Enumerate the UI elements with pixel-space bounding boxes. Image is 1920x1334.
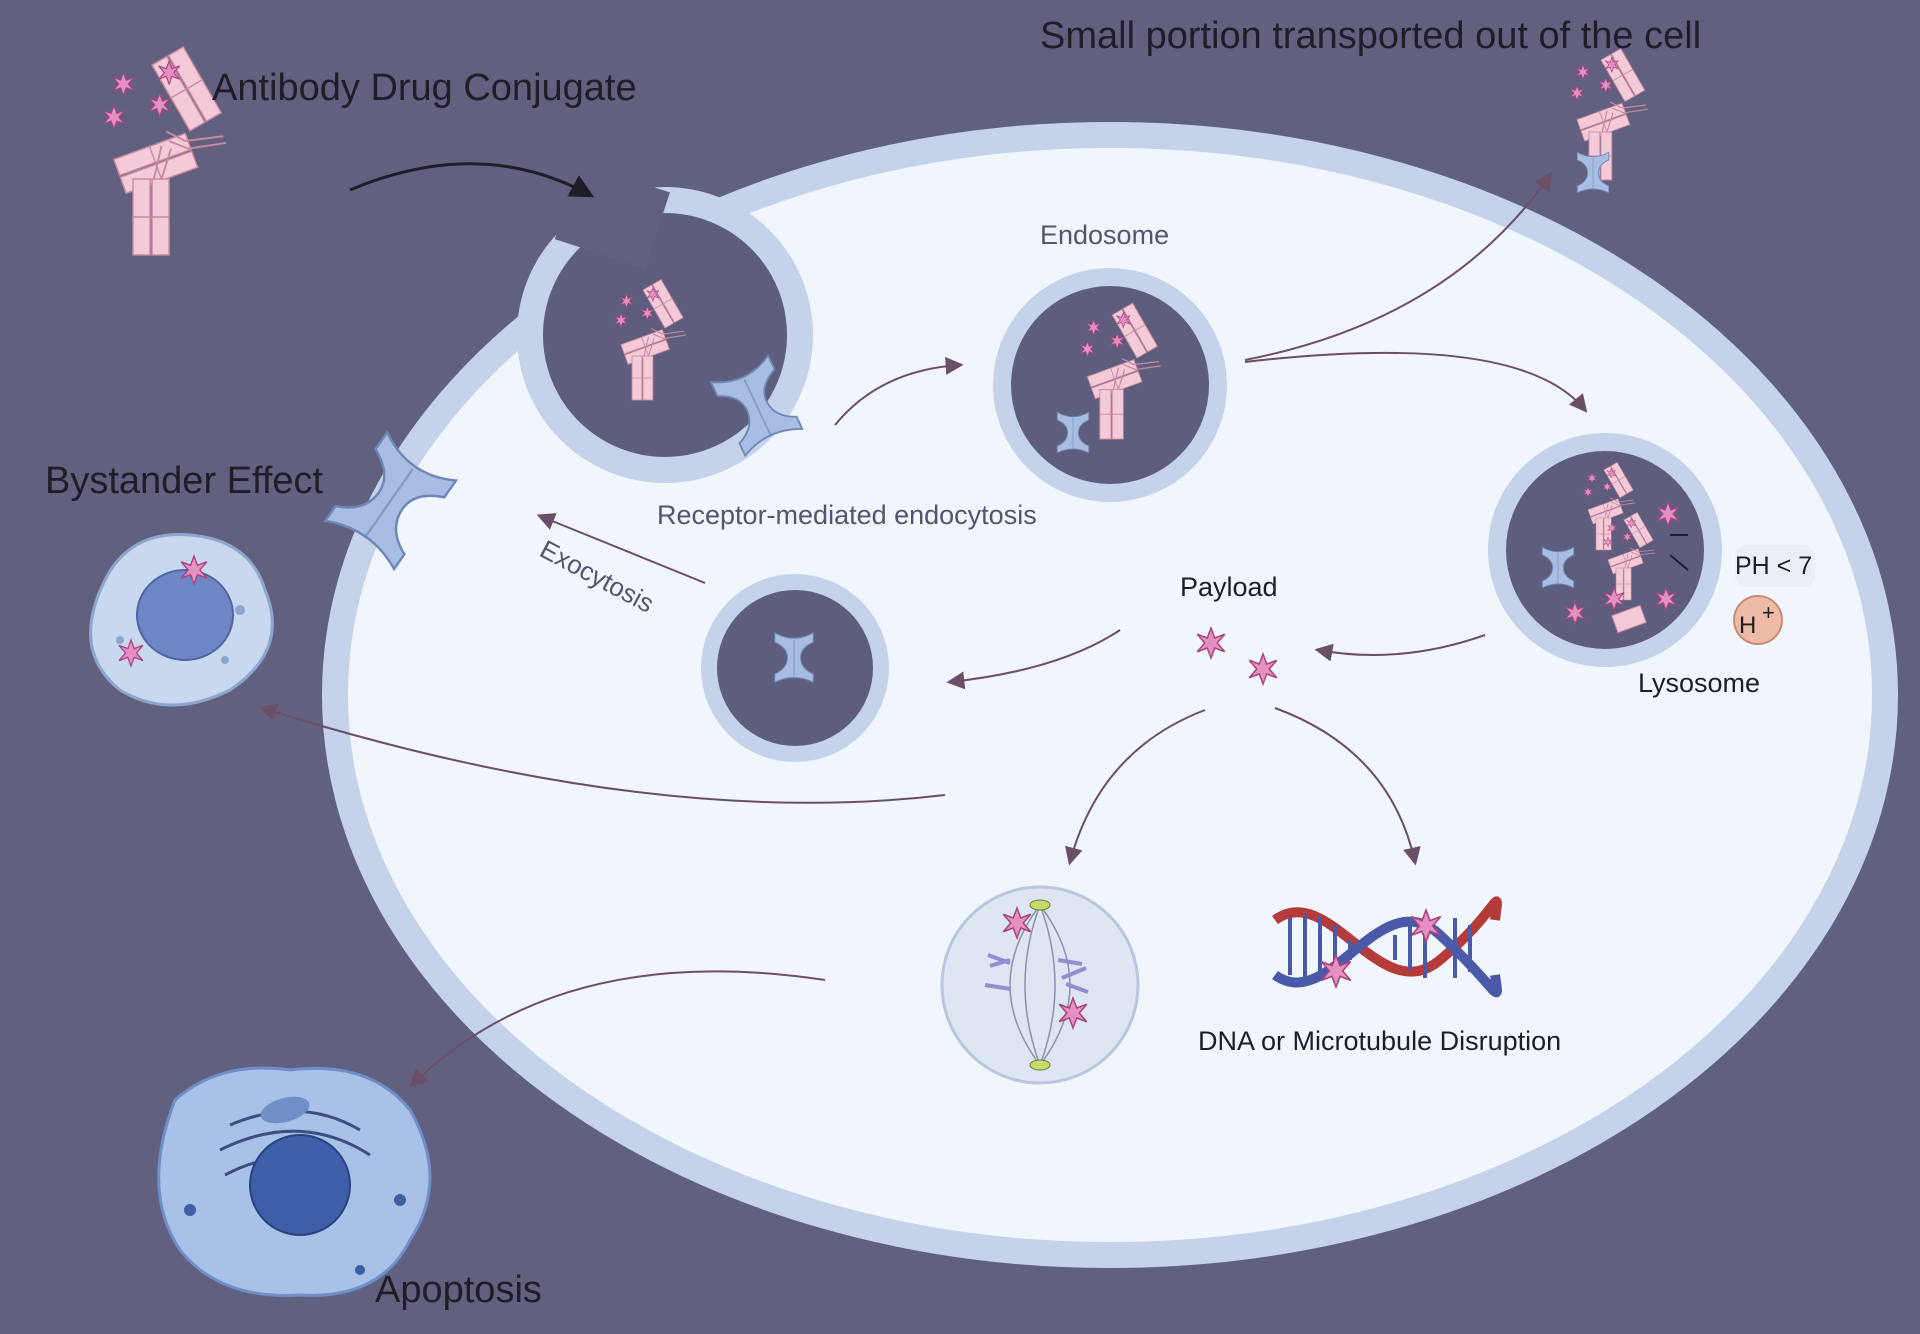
endosome-label: Endosome bbox=[1040, 220, 1169, 250]
adc-binding-arrow bbox=[349, 162, 595, 198]
adc-label: Antibody Drug Conjugate bbox=[212, 67, 637, 109]
endosome-vesicle bbox=[993, 268, 1227, 502]
dna-helix-icon bbox=[1272, 896, 1502, 998]
adc-molecule-icon bbox=[104, 47, 227, 255]
bystander-cell-icon bbox=[89, 533, 274, 707]
to-endosome-arrow bbox=[834, 356, 964, 426]
dna-disruption-label: DNA or Microtubule Disruption bbox=[1198, 1026, 1561, 1056]
h-ion-charge-label: + bbox=[1762, 600, 1775, 625]
payload-label: Payload bbox=[1180, 572, 1278, 602]
h-ion-badge bbox=[1733, 595, 1783, 645]
apoptotic-cell-icon bbox=[157, 1066, 432, 1297]
lysosome-to-payload-arrow bbox=[1314, 634, 1486, 662]
small-portion-label: Small portion transported out of the cel… bbox=[1040, 15, 1701, 57]
bystander-label: Bystander Effect bbox=[45, 460, 324, 502]
ph-label: PH < 7 bbox=[1735, 552, 1812, 580]
apoptosis-arrow bbox=[409, 970, 826, 1088]
exocytosis-vesicle bbox=[701, 574, 889, 762]
exocytosis-arrow bbox=[536, 513, 706, 584]
ph-badge bbox=[1735, 545, 1815, 587]
to-lysosome-arrow bbox=[1244, 351, 1588, 413]
payload-to-exocytosis-arrow bbox=[946, 629, 1121, 690]
h-ion-label: H bbox=[1739, 612, 1756, 639]
apoptosis-label: Apoptosis bbox=[375, 1269, 542, 1311]
bystander-arrow bbox=[258, 703, 946, 804]
payload-to-mitosis-arrow bbox=[1065, 709, 1206, 866]
payload-to-dna-arrow bbox=[1274, 707, 1421, 866]
arrows bbox=[258, 162, 1588, 1088]
to-export-arrow bbox=[1244, 172, 1553, 361]
lysosome-vesicle bbox=[1488, 433, 1722, 667]
mitotic-cell-icon bbox=[940, 885, 1140, 1085]
lysosome-label: Lysosome bbox=[1638, 668, 1760, 698]
receptor-endocytosis-label: Receptor-mediated endocytosis bbox=[657, 500, 1037, 530]
